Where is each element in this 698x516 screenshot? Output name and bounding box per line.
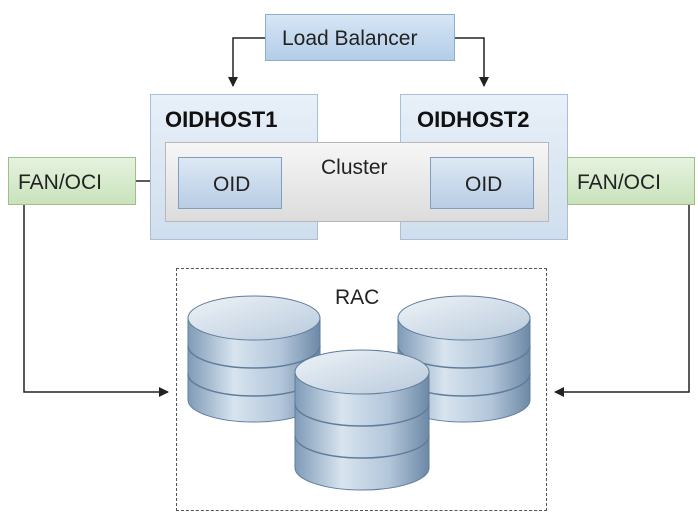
fan2-to-rac-arrow bbox=[554, 205, 690, 397]
fan-oci-left-label: FAN/OCI bbox=[18, 171, 103, 194]
load-balancer-label: Load Balancer bbox=[282, 27, 418, 50]
rac-boundary: RAC bbox=[176, 268, 547, 511]
oid-label-host1: OID bbox=[213, 173, 251, 196]
oidhost2-label: OIDHOST2 bbox=[417, 107, 530, 132]
oid-component-host2: OID bbox=[430, 157, 534, 209]
lb-to-host2-arrow bbox=[455, 37, 489, 87]
cluster-label: Cluster bbox=[321, 156, 388, 179]
oid-label-host2: OID bbox=[465, 173, 503, 196]
rac-label: RAC bbox=[335, 286, 380, 309]
fan-oci-right-label: FAN/OCI bbox=[577, 171, 662, 194]
load-balancer-box: Load Balancer bbox=[265, 14, 455, 61]
fan1-to-rac-arrow bbox=[23, 205, 169, 397]
database-stack-left-icon bbox=[187, 295, 321, 423]
database-stack-center-icon bbox=[294, 349, 430, 491]
fan-oci-right-box: FAN/OCI bbox=[567, 157, 695, 205]
oid-component-host1: OID bbox=[178, 157, 282, 209]
lb-to-host1-arrow bbox=[228, 37, 265, 87]
oidhost1-label: OIDHOST1 bbox=[165, 107, 278, 132]
fan-oci-left-box: FAN/OCI bbox=[8, 157, 136, 205]
